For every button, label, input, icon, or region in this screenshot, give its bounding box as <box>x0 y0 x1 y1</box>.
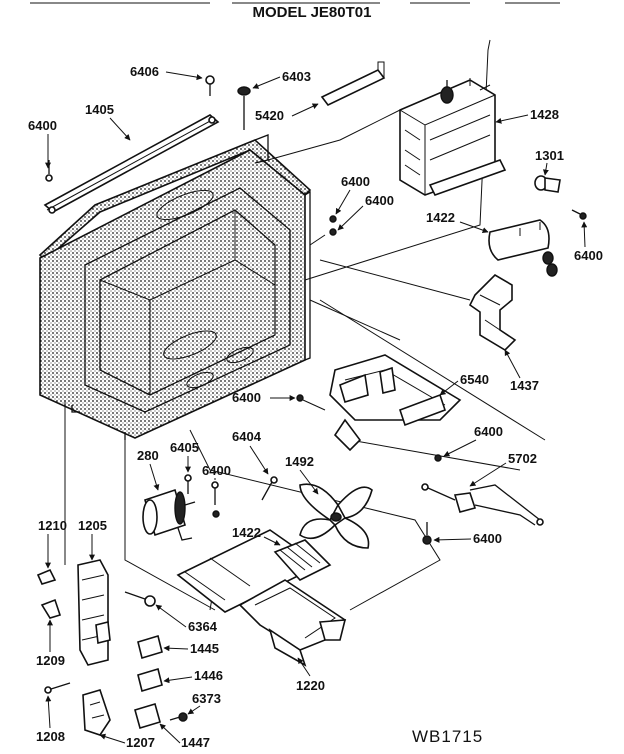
label-6400-h: 6400 <box>202 463 231 478</box>
part-1428-magnetron <box>399 78 507 196</box>
label-1422-b: 1422 <box>232 525 261 540</box>
label-1210: 1210 <box>38 518 67 533</box>
part-1207-bracket <box>82 689 111 736</box>
label-6400-g: 6400 <box>473 531 502 546</box>
part-1205-switch-holder <box>77 559 111 666</box>
label-1207: 1207 <box>126 735 155 750</box>
label-1447: 1447 <box>181 735 210 750</box>
model-title: MODEL JE80T01 <box>253 4 372 21</box>
part-1447-switch <box>134 702 161 730</box>
part-1437-bracket <box>468 273 517 352</box>
part-6400-screw-g <box>211 481 220 518</box>
label-1428: 1428 <box>530 107 559 122</box>
part-6400-screw-d <box>296 394 326 411</box>
part-1446-switch <box>137 667 163 693</box>
label-1437: 1437 <box>510 378 539 393</box>
label-1208: 1208 <box>36 729 65 744</box>
label-6400-a: 6400 <box>28 118 57 133</box>
label-1220: 1220 <box>296 678 325 693</box>
part-1492-fan <box>299 483 373 549</box>
label-6400-b: 6400 <box>341 174 370 189</box>
part-6364-screw <box>124 591 156 607</box>
label-1445: 1445 <box>190 641 219 656</box>
label-6405: 6405 <box>170 440 199 455</box>
part-1208-screw <box>44 682 71 694</box>
part-5420-bar <box>320 61 386 107</box>
label-1446: 1446 <box>194 668 223 683</box>
part-1210-switch <box>36 568 57 585</box>
part-1220-duct <box>238 579 347 667</box>
label-6364: 6364 <box>188 619 218 634</box>
part-6540-plate <box>329 354 462 452</box>
part-6404-screw <box>261 476 278 501</box>
oven-cavity <box>38 134 312 440</box>
label-1205: 1205 <box>78 518 107 533</box>
part-1209-lever <box>40 598 62 619</box>
part-6403-nut <box>237 86 251 130</box>
label-1301: 1301 <box>535 148 564 163</box>
part-280-motor <box>142 488 196 541</box>
part-1301-thermostat <box>534 175 561 193</box>
part-6400-screw-f <box>422 522 432 545</box>
part-6373-screw <box>169 712 188 722</box>
label-6400-d: 6400 <box>574 248 603 263</box>
label-6373: 6373 <box>192 691 221 706</box>
label-280: 280 <box>137 448 159 463</box>
part-6400-screw-a <box>45 160 53 182</box>
catalog-code: WB1715 <box>412 727 483 746</box>
label-5420: 5420 <box>255 108 284 123</box>
part-6400-screw-b <box>329 215 337 236</box>
label-1422-a: 1422 <box>426 210 455 225</box>
part-6400-screw-c <box>571 209 587 220</box>
part-6400-screw-e <box>434 454 442 462</box>
part-1405-rail <box>43 114 220 214</box>
part-6405-screw <box>184 474 192 494</box>
part-1445-switch <box>137 634 163 660</box>
label-6406: 6406 <box>130 64 159 79</box>
part-1422-bracket <box>176 529 332 613</box>
label-6400-f: 6400 <box>474 424 503 439</box>
label-1492: 1492 <box>285 454 314 469</box>
label-6400-c: 6400 <box>365 193 394 208</box>
part-6406-screw <box>205 75 215 96</box>
part-1422-capacitor <box>488 219 558 277</box>
label-6400-e: 6400 <box>232 390 261 405</box>
label-1209: 1209 <box>36 653 65 668</box>
label-6404: 6404 <box>232 429 262 444</box>
label-5702: 5702 <box>508 451 537 466</box>
labels: 6406 6403 5420 1428 6400 1405 1301 6400 … <box>28 64 603 750</box>
label-1405: 1405 <box>85 102 114 117</box>
label-6540: 6540 <box>460 372 489 387</box>
part-5702-harness <box>421 483 544 526</box>
label-6403: 6403 <box>282 69 311 84</box>
